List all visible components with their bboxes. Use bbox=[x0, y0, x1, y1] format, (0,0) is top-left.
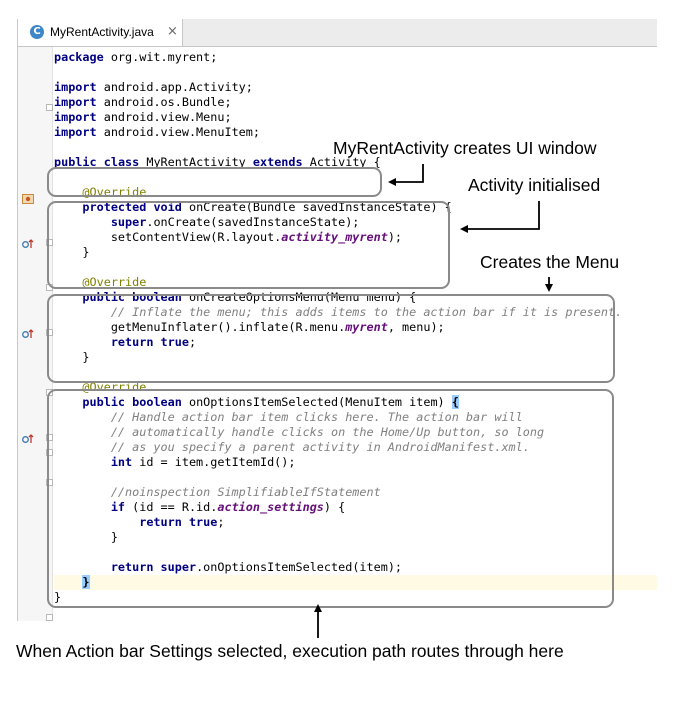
oncreateoptionsmenu-box bbox=[47, 294, 615, 383]
java-class-icon: C bbox=[30, 25, 44, 39]
code-line: // automatically handle clicks on the Ho… bbox=[54, 425, 545, 439]
tab-label: MyRentActivity.java bbox=[50, 25, 154, 39]
code-line: return super.onOptionsItemSelected(item)… bbox=[54, 560, 403, 574]
editor-tab-bar: C MyRentActivity.java × bbox=[18, 19, 657, 47]
callout-initialised: Activity initialised bbox=[468, 175, 601, 195]
fold-toggle[interactable] bbox=[46, 479, 53, 486]
code-line: public boolean onCreateOptionsMenu(Menu … bbox=[54, 290, 417, 304]
fold-toggle[interactable] bbox=[46, 239, 53, 246]
code-line: setContentView(R.layout.activity_myrent)… bbox=[54, 230, 403, 244]
arrow-ui-window bbox=[388, 164, 424, 186]
code-line: getMenuInflater().inflate(R.menu.myrent,… bbox=[54, 320, 445, 334]
override-method-icon[interactable] bbox=[22, 434, 34, 444]
code-line: return true; bbox=[54, 335, 197, 349]
code-line: //noinspection SimplifiableIfStatement bbox=[54, 485, 381, 499]
run-marker-icon[interactable] bbox=[22, 194, 34, 204]
matched-brace: { bbox=[451, 395, 459, 409]
code-line: } bbox=[54, 590, 62, 604]
fold-toggle[interactable] bbox=[46, 329, 53, 336]
code-line: public boolean onOptionsItemSelected(Men… bbox=[54, 395, 459, 409]
class-declaration-box bbox=[47, 167, 382, 197]
code-line: import android.view.Menu; bbox=[54, 110, 232, 124]
code-area[interactable]: package org.wit.myrent; import android.a… bbox=[54, 50, 657, 605]
fold-toggle[interactable] bbox=[46, 434, 53, 441]
code-line: package org.wit.myrent; bbox=[54, 50, 218, 64]
fold-toggle[interactable] bbox=[46, 614, 53, 621]
oncreate-box bbox=[47, 201, 450, 289]
onoptionsitemselected-box bbox=[47, 389, 614, 608]
code-editor: C MyRentActivity.java × bbox=[17, 19, 657, 621]
code-line: int id = item.getItemId(); bbox=[54, 455, 296, 469]
code-line-current: } bbox=[54, 575, 657, 590]
close-icon[interactable]: × bbox=[167, 24, 178, 39]
code-line: @Override bbox=[54, 275, 147, 289]
code-line: if (id == R.id.action_settings) { bbox=[54, 500, 346, 514]
code-line: import android.view.MenuItem; bbox=[54, 125, 260, 139]
code-line: } bbox=[54, 350, 90, 364]
code-line: // Inflate the menu; this adds items to … bbox=[54, 305, 623, 319]
code-line: // Handle action bar item clicks here. T… bbox=[54, 410, 523, 424]
callout-execution-path: When Action bar Settings selected, execu… bbox=[16, 641, 564, 661]
fold-toggle[interactable] bbox=[46, 449, 53, 456]
tab-myrentactivity[interactable]: C MyRentActivity.java × bbox=[18, 19, 183, 46]
code-line: import android.app.Activity; bbox=[54, 80, 253, 94]
fold-toggle[interactable] bbox=[46, 104, 53, 111]
code-line: } bbox=[54, 530, 118, 544]
code-line: } bbox=[54, 245, 90, 259]
override-method-icon[interactable] bbox=[22, 239, 34, 249]
arrow-initialised bbox=[460, 201, 540, 233]
code-line: import android.os.Bundle; bbox=[54, 95, 232, 109]
code-line: public class MyRentActivity extends Acti… bbox=[54, 155, 381, 169]
matched-brace: } bbox=[82, 575, 90, 589]
code-line: protected void onCreate(Bundle savedInst… bbox=[54, 200, 452, 214]
code-line: super.onCreate(savedInstanceState); bbox=[54, 215, 360, 229]
code-line: // as you specify a parent activity in A… bbox=[54, 440, 530, 454]
code-line: return true; bbox=[54, 515, 225, 529]
callout-menu: Creates the Menu bbox=[480, 252, 620, 272]
override-method-icon[interactable] bbox=[22, 329, 34, 339]
callout-ui-window: MyRentActivity creates UI window bbox=[333, 138, 597, 158]
